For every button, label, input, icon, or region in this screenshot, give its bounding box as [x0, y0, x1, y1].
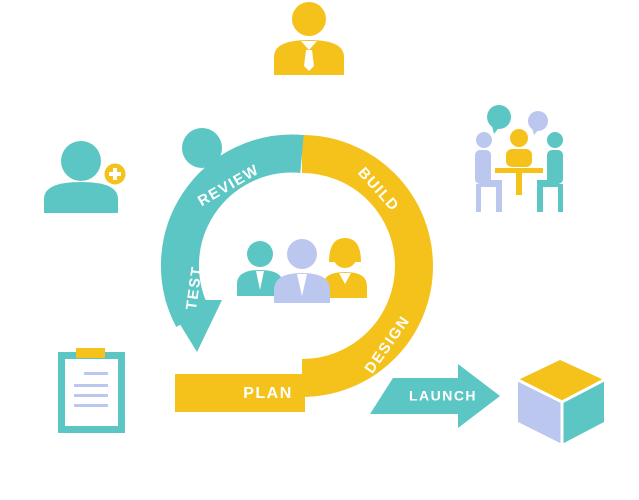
test-review-arc	[161, 134, 304, 327]
meeting-icon	[475, 105, 563, 212]
team-icon	[237, 238, 367, 303]
plan-bar	[175, 374, 305, 412]
launch-label: LAUNCH	[409, 388, 477, 404]
clipboard-icon	[58, 348, 125, 433]
plan-label: PLAN	[243, 385, 293, 402]
manager-icon	[274, 2, 344, 75]
build-design-arc	[301, 135, 433, 397]
review-arc-head	[182, 128, 222, 168]
add-user-icon	[44, 141, 129, 213]
test-label: TEST	[183, 265, 206, 311]
test-arrowhead	[165, 300, 222, 352]
launch-arrow: LAUNCH	[370, 364, 500, 428]
box-icon	[517, 360, 605, 444]
